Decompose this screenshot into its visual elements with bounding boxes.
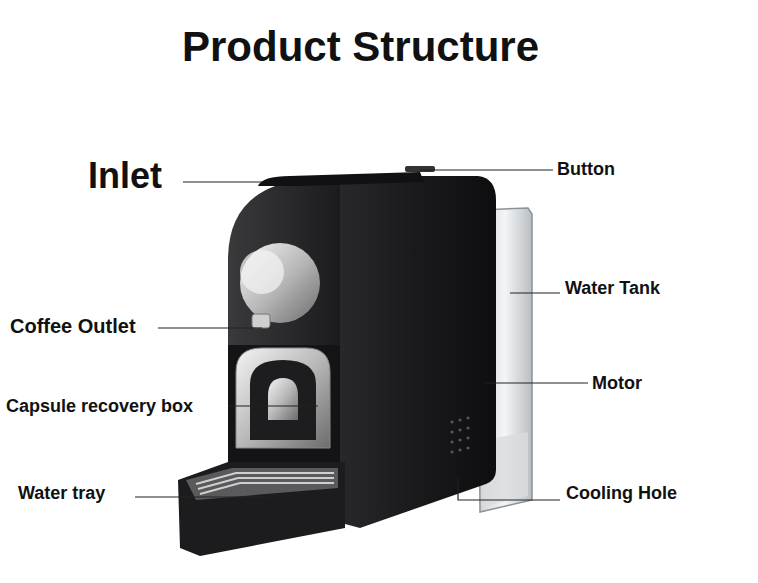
- water-tray: [178, 462, 345, 556]
- outlet-spout: [252, 314, 270, 328]
- tray-grille: [186, 468, 338, 500]
- brew-head: [228, 178, 340, 345]
- cooling-holes: [450, 416, 469, 453]
- part-label: Coffee Outlet: [10, 316, 136, 336]
- knob-highlight: [240, 250, 284, 294]
- part-label: Inlet: [88, 158, 162, 194]
- inlet-lid: [258, 172, 424, 186]
- capsule-box-window: [250, 360, 316, 440]
- body-side: [330, 176, 496, 528]
- part-label: Capsule recovery box: [6, 397, 193, 415]
- brew-knob: [240, 243, 320, 323]
- diagram-title: Product Structure: [182, 26, 539, 68]
- part-label: Button: [557, 160, 615, 178]
- part-label: Cooling Hole: [566, 484, 677, 502]
- capsule-box: [236, 348, 330, 448]
- part-label: Water Tank: [565, 279, 660, 297]
- lower-front: [228, 345, 340, 462]
- leader-lines: [135, 170, 588, 500]
- part-label: Water tray: [18, 484, 105, 502]
- button-shape: [405, 166, 435, 172]
- grille-bars: [196, 473, 334, 494]
- part-label: Motor: [592, 374, 642, 392]
- capsule-box-handle: [268, 378, 298, 420]
